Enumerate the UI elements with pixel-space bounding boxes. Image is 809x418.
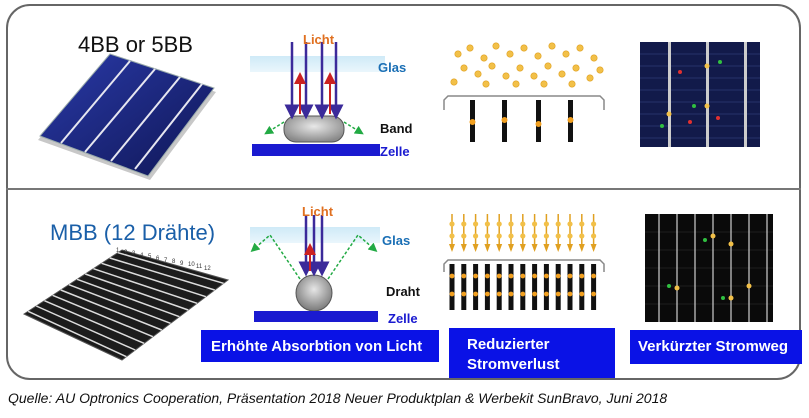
top-glas-label: Glas xyxy=(378,60,407,75)
wire-number: 2 xyxy=(124,249,128,256)
top-cell-closeup xyxy=(640,42,760,147)
source-caption: Quelle: AU Optronics Cooperation, Präsen… xyxy=(8,390,668,406)
box-shorter-current-path-text: Verkürzter Stromweg xyxy=(638,338,789,355)
wire-number: 5 xyxy=(148,254,152,261)
bottom-cell-closeup xyxy=(645,214,773,322)
bottom-draht-label: Draht xyxy=(386,284,420,299)
bottom-glas-label: Glas xyxy=(382,233,411,248)
top-licht-label: Licht xyxy=(303,32,335,47)
busbar-cell-image xyxy=(38,53,216,180)
bottom-title: MBB (12 Drähte) xyxy=(50,220,216,245)
wire-number: 1 xyxy=(116,248,120,254)
box-reduced-current-loss-line1: Reduzierter xyxy=(467,336,550,353)
box-increased-absorption: Erhöhte Absorbtion von Licht xyxy=(201,330,439,362)
wire-number: 11 xyxy=(196,264,203,270)
row-divider xyxy=(6,188,801,190)
bottom-zelle-label: Zelle xyxy=(388,311,418,326)
box-shorter-current-path: Verkürzter Stromweg xyxy=(630,330,802,364)
top-title: 4BB or 5BB xyxy=(78,32,193,57)
wire-number: 4 xyxy=(140,252,144,259)
wire-number: 9 xyxy=(180,260,184,267)
top-light-diagram xyxy=(250,42,385,156)
wire-number: 3 xyxy=(132,251,136,258)
box-reduced-current-loss-line2: Stromverlust xyxy=(467,356,560,373)
box-increased-absorption-text: Erhöhte Absorbtion von Licht xyxy=(211,338,423,355)
wire-number: 6 xyxy=(156,256,160,262)
top-zelle-label: Zelle xyxy=(380,144,410,159)
wire-number: 7 xyxy=(164,257,168,264)
bottom-light-diagram xyxy=(250,215,380,322)
wire-number: 10 xyxy=(188,262,195,269)
top-band-label: Band xyxy=(380,121,413,136)
multi-busbar-cell-image xyxy=(22,249,230,361)
bottom-licht-label: Licht xyxy=(302,204,334,219)
bottom-current-diagram xyxy=(443,214,605,310)
top-current-diagram xyxy=(443,42,605,142)
box-reduced-current-loss: Reduzierter Stromverlust xyxy=(449,328,615,378)
wire-number: 8 xyxy=(172,259,176,266)
wire-number: 12 xyxy=(204,265,211,272)
